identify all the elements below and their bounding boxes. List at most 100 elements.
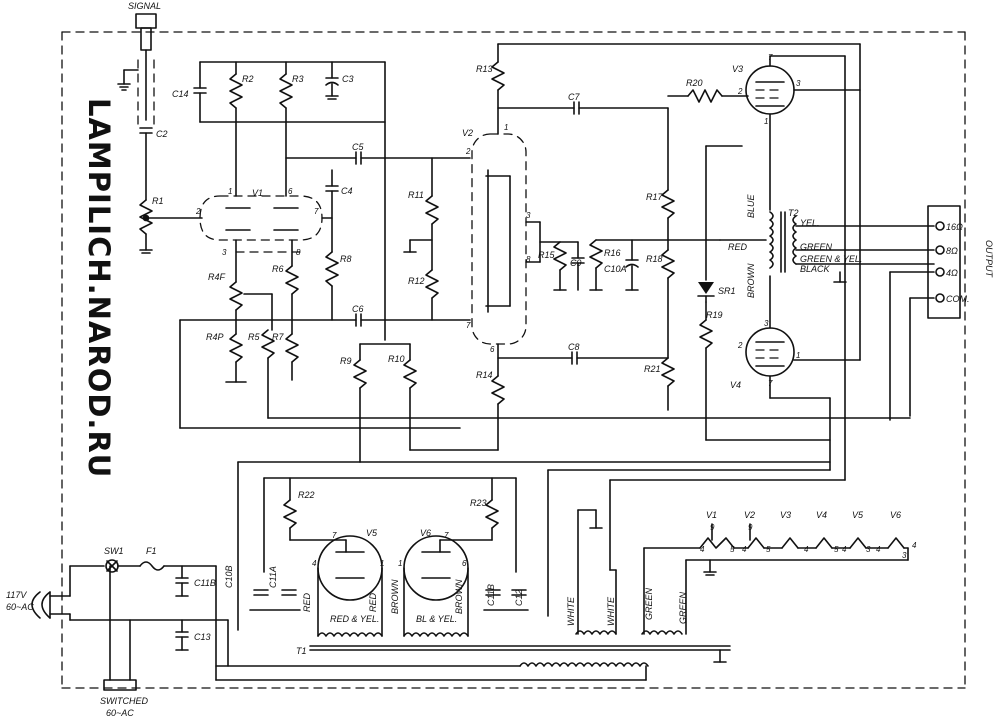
v5-pin-1: 1: [380, 559, 384, 568]
c9-label: C10A: [604, 264, 627, 274]
output-tap-4: 4Ω: [946, 268, 958, 278]
heater-pin-5: 5: [834, 545, 839, 554]
heater-v2-label: V2: [744, 510, 755, 520]
r17-label: R17: [646, 192, 664, 202]
capacitor-c1: C2: [139, 127, 168, 201]
v2-plate-loads: R13 C7 R14 C8: [476, 43, 669, 451]
r10-label: R10: [388, 354, 405, 364]
potentiometer-r1: R1: [139, 196, 203, 254]
heater-pin-2: 4: [742, 545, 747, 554]
signal-input-jack: SIGNAL: [117, 1, 161, 131]
v1-pin-2: 2: [195, 207, 201, 216]
ot-yel-label: YEL.: [800, 218, 820, 228]
heater-string: V1 V2 V3 V4 V5 V6 9 9 4 5 4 5 4 5 4 3 4 …: [643, 510, 917, 576]
signal-label: SIGNAL: [128, 1, 161, 11]
output-terminal-block: 16Ω 8Ω 4Ω COM. OUTPUT: [267, 205, 994, 421]
r5-label: R5: [248, 332, 260, 342]
heater-pin-8: 4: [876, 545, 881, 554]
f1-label: F1: [146, 546, 157, 556]
sw1-label: SW1: [104, 546, 124, 556]
ot-green-label: GREEN: [800, 242, 833, 252]
c1-label: C2: [156, 129, 168, 139]
heater-pin-4: 4: [804, 545, 809, 554]
heater-v4-label: V4: [816, 510, 827, 520]
mains-input: 117V 60~AC SW1 F1 C11B C13: [6, 546, 229, 718]
c6-label: C7: [568, 92, 580, 102]
ot-red-label: RED: [728, 242, 748, 252]
heater-pin-0: 4: [700, 545, 705, 554]
r18-label: R18: [646, 254, 663, 264]
v1-pin-1: 1: [228, 187, 232, 196]
v4-pin-1: 1: [796, 351, 800, 360]
v2-pin-3: 3: [526, 211, 531, 220]
t1-label: T1: [296, 646, 307, 656]
r7-label: R7: [272, 332, 284, 342]
r6-label: R6: [272, 264, 284, 274]
sr1-label: SR1: [718, 286, 736, 296]
v3-label: V3: [732, 64, 743, 74]
tube-v2: V2 1 2 3 6 7 8: [462, 123, 541, 354]
r21-label: R21: [644, 364, 661, 374]
v1-plate-network: C14 R2 R3 C3: [172, 61, 386, 341]
ot-black-label: BLACK: [800, 264, 831, 274]
rectifier-section: R22 R23 V5 7 4 1 V6 7 1 6 C10B C11A C11B: [224, 477, 529, 637]
ot-green-yel-label: GREEN & YEL.: [800, 254, 862, 264]
heater-pin-10: 4: [912, 541, 917, 550]
output-transformer-t2: T2 RED BLUE BROWN YEL. GREEN GREEN & YEL…: [719, 193, 935, 298]
c14-label: C14: [172, 89, 189, 99]
r16-label: R16: [604, 248, 621, 258]
tube-v1: V1 1 2 3 6 7 8: [195, 187, 333, 257]
resistors-r11-r12: R11 R12: [403, 157, 439, 321]
heater-v2-pin-9: 9: [748, 523, 753, 532]
r9-label: R9: [340, 356, 352, 366]
c4-label: C5: [352, 142, 364, 152]
r3-label: R3: [292, 74, 304, 84]
v6-label: V6: [420, 528, 431, 538]
c13-label: C13: [194, 632, 211, 642]
c3-label: C4: [341, 186, 353, 196]
v3-pin-1: 1: [764, 117, 768, 126]
r14-label: R14: [476, 370, 493, 380]
v5-label: V5: [366, 528, 378, 538]
heater-v1-label: V1: [706, 510, 717, 520]
r4f-label: R4F: [208, 272, 226, 282]
r1-label: R1: [152, 196, 164, 206]
coupling-c5: C6: [179, 304, 471, 429]
pt-red2-label: RED: [368, 592, 378, 612]
r15-label: R15: [538, 250, 556, 260]
pt-green1-label: GREEN: [644, 587, 654, 620]
v1-label: V1: [252, 188, 263, 198]
r11-label: R11: [408, 190, 424, 200]
t2-label: T2: [788, 208, 799, 218]
v4-pin-2: 2: [737, 341, 743, 350]
v2-label: V2: [462, 128, 473, 138]
ot-brown-label: BROWN: [746, 263, 756, 298]
heater-pin-7: 3: [866, 545, 871, 554]
v2-pin-8: 8: [526, 255, 531, 264]
c12-label: C11B: [194, 578, 216, 588]
v2-pin-6: 6: [490, 345, 495, 354]
v2-pin-2: 2: [465, 147, 471, 156]
resistors-r9-r10: R9 R10: [340, 343, 417, 463]
v5-pin-4: 4: [312, 559, 317, 568]
c10b-label: C11A: [268, 566, 278, 588]
r19-label: R19: [706, 310, 723, 320]
v6-pin-7: 7: [444, 531, 449, 540]
heater-v5-label: V5: [852, 510, 864, 520]
watermark-text: LAMPILICH.NAROD.RU: [82, 98, 116, 479]
ot-blue-label: BLUE: [746, 193, 756, 218]
r22-label: R22: [298, 490, 315, 500]
pt-bl-yel-label: BL & YEL.: [416, 614, 457, 624]
v3-pin-3: 3: [796, 79, 801, 88]
pt-red-yel-label: RED & YEL.: [330, 614, 379, 624]
v1-pin-3: 3: [222, 248, 227, 257]
output-tap-com: COM.: [946, 294, 970, 304]
pt-green2-label: GREEN: [678, 591, 688, 624]
v2-cathode-network: R15 C9: [538, 241, 585, 291]
r4p-label: R4P: [206, 332, 224, 342]
switched-label-line2: 60~AC: [106, 708, 134, 718]
pt-red-label: RED: [302, 592, 312, 612]
b-plus-rails: [237, 43, 861, 631]
v6-pin-6: 6: [462, 559, 467, 568]
